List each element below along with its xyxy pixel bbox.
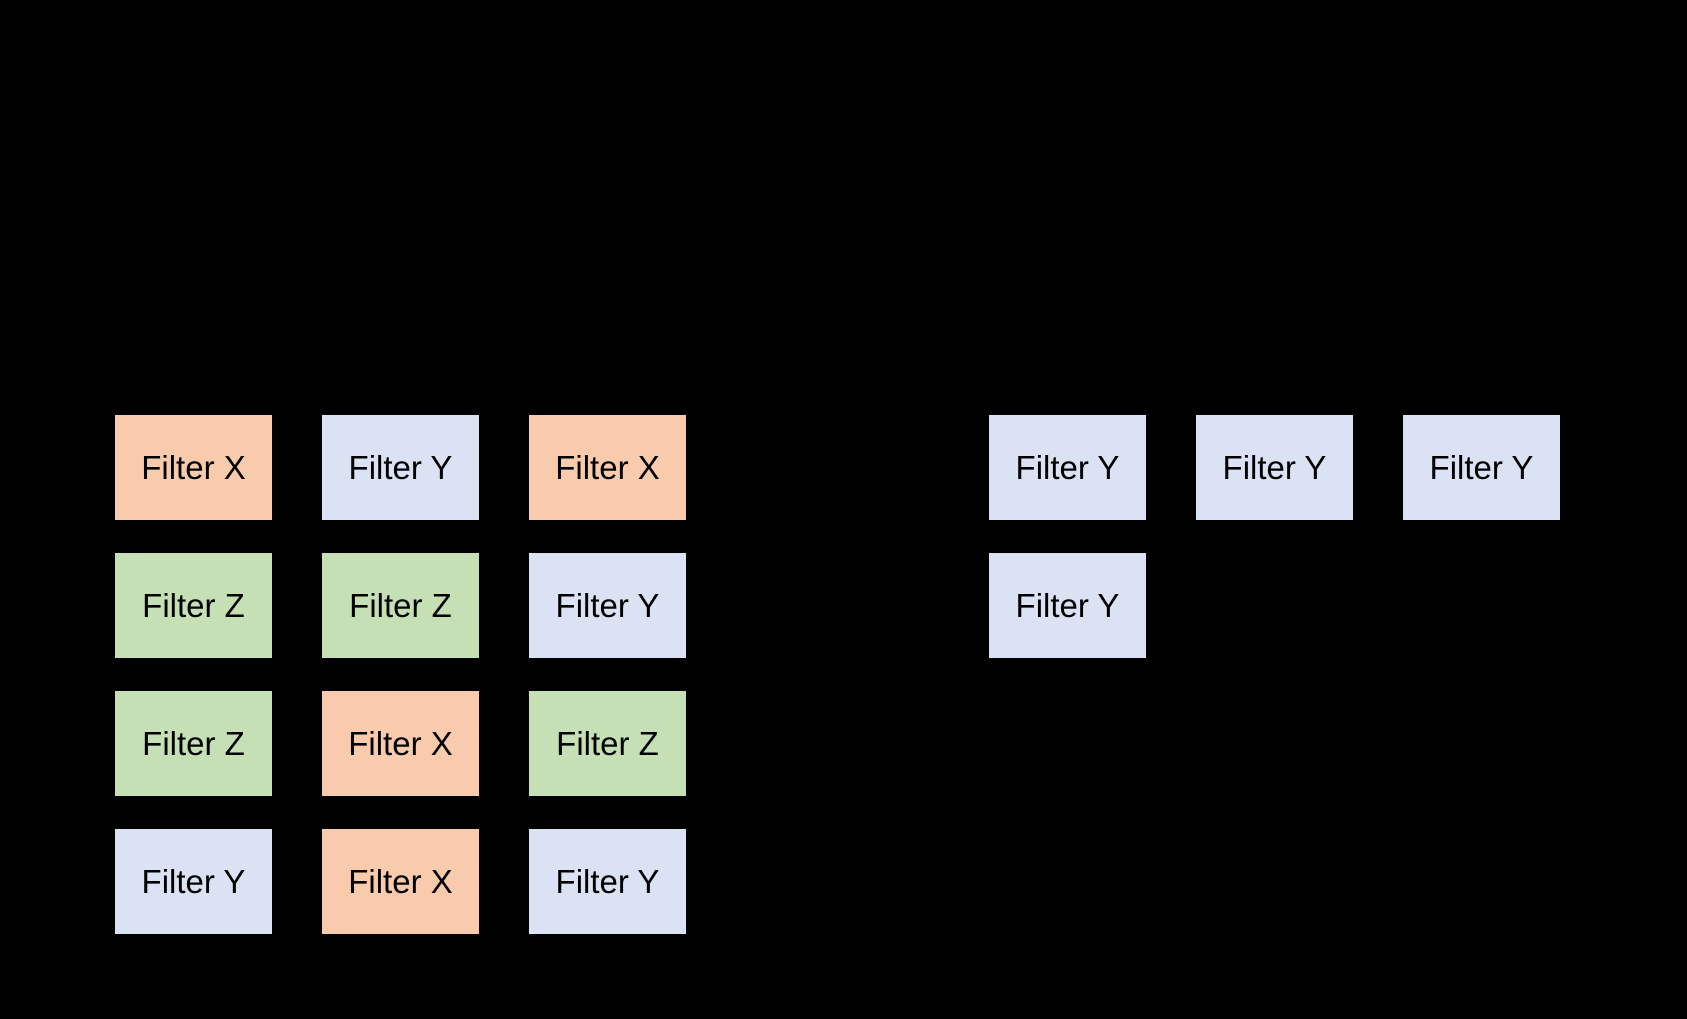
filter-box: Filter X [322,829,479,934]
filter-box-label: Filter Z [142,725,245,762]
filter-box-label: Filter Y [1222,449,1327,486]
filter-box-label: Filter X [348,863,453,900]
filter-box: Filter Y [989,415,1146,520]
filter-box: Filter X [115,415,272,520]
filter-box: Filter Y [322,415,479,520]
filter-box: Filter Y [115,829,272,934]
left-filter-grid: Filter X Filter Y Filter X Filter Z Filter Z… [115,415,686,934]
filter-box: Filter Z [115,553,272,658]
filter-box: Filter Y [1403,415,1560,520]
filter-box: Filter Y [529,553,686,658]
filter-box-label: Filter Y [348,449,453,486]
filter-box: Filter Z [529,691,686,796]
filter-box-label: Filter Z [556,725,659,762]
filter-box: Filter Z [115,691,272,796]
filter-box-label: Filter X [141,449,246,486]
filter-box: Filter Y [989,553,1146,658]
filter-box: Filter X [322,691,479,796]
filter-box-label: Filter Y [1015,587,1120,624]
filter-box: Filter Y [1196,415,1353,520]
filter-box-label: Filter X [555,449,660,486]
right-filter-grid: Filter Y Filter Y Filter Y Filter Y [989,415,1560,658]
filter-box-label: Filter Y [555,587,660,624]
filter-box-label: Filter X [348,725,453,762]
filter-box-label: Filter Z [142,587,245,624]
filter-box: Filter X [529,415,686,520]
filter-box-label: Filter Y [1429,449,1534,486]
filter-box-label: Filter Z [349,587,452,624]
filter-box-label: Filter Y [555,863,660,900]
filter-box: Filter Y [529,829,686,934]
filter-box-label: Filter Y [141,863,246,900]
filter-box: Filter Z [322,553,479,658]
filter-box-label: Filter Y [1015,449,1120,486]
